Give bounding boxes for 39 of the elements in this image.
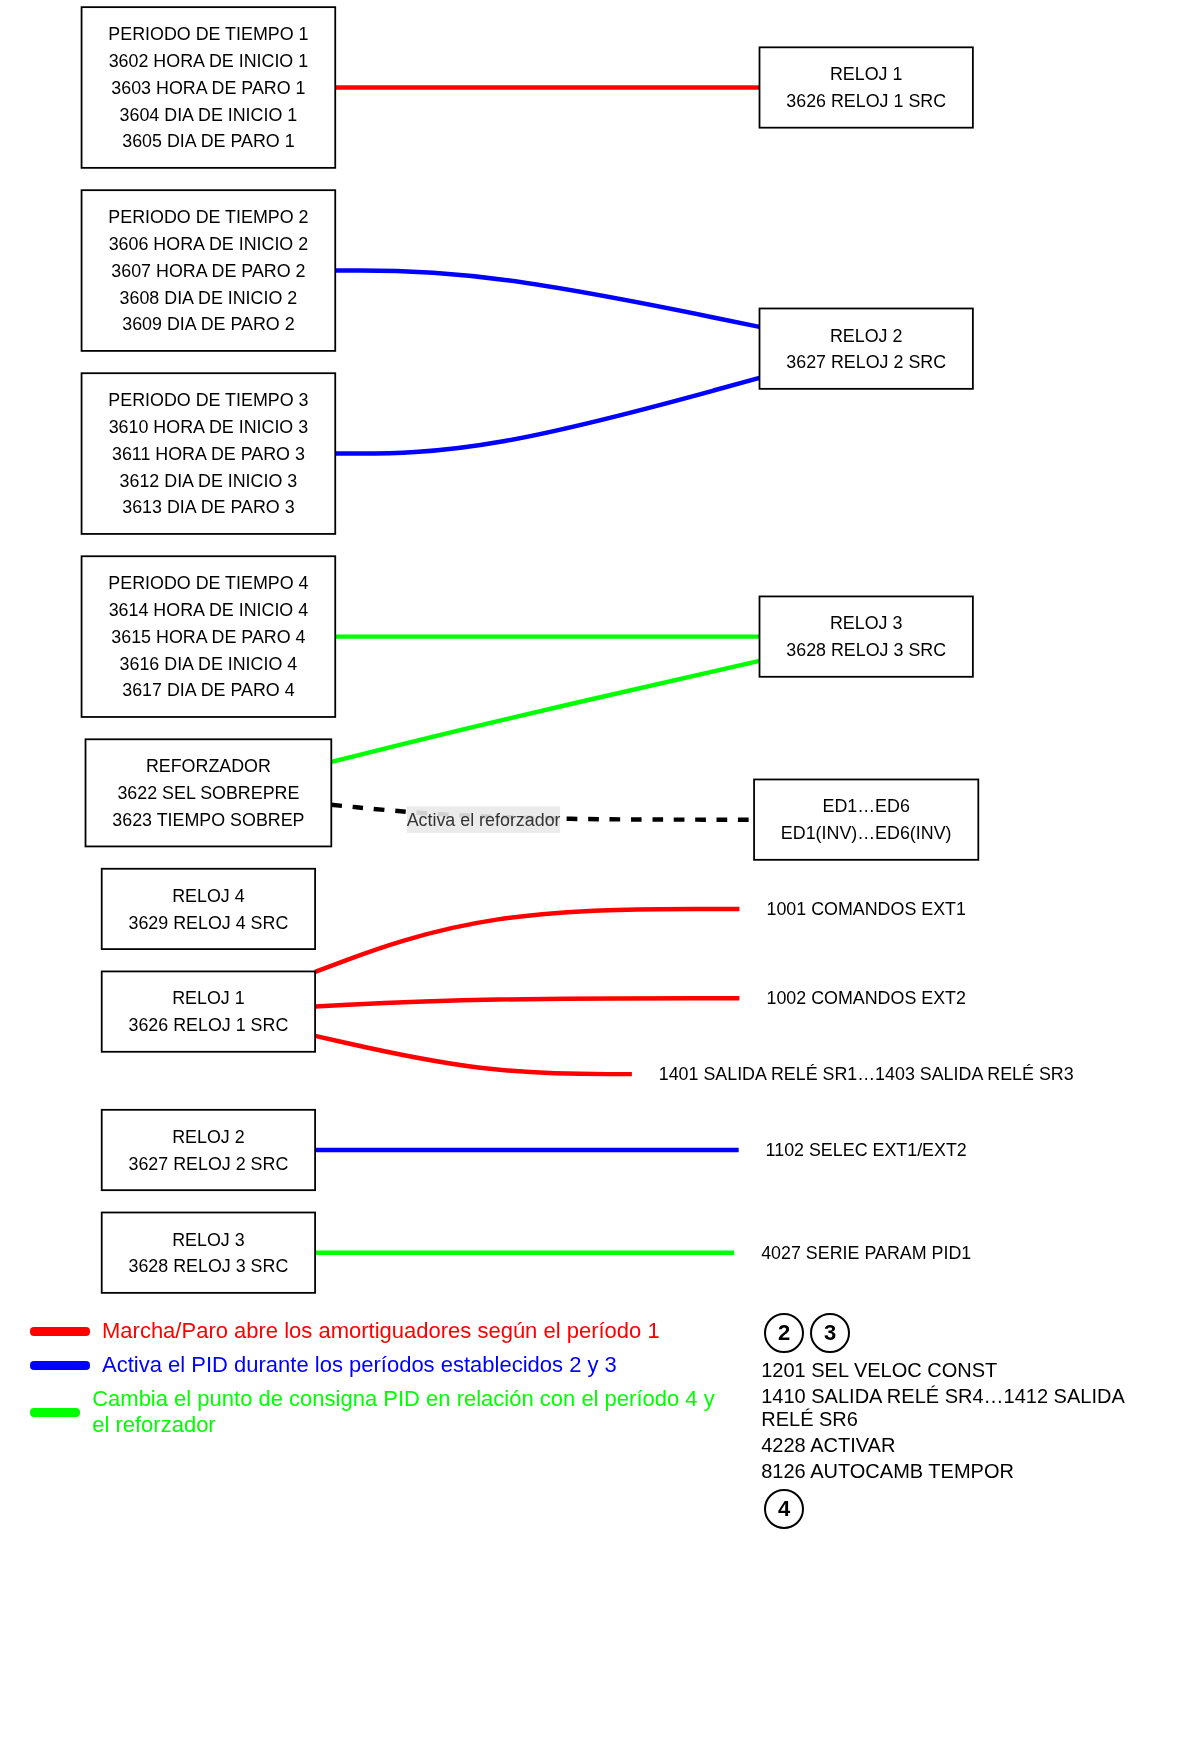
- connector: [314, 1250, 734, 1255]
- node-box: ED1…ED6 ED1(INV)…ED6(INV): [752, 778, 979, 861]
- legend-text: Cambia el punto de consigna PID en relación con el período 4 y el reforzador: [92, 1386, 716, 1438]
- callout-number: 2: [764, 1313, 805, 1353]
- node-box: RELOJ 2 3627 RELOJ 2 SRC: [100, 1108, 316, 1192]
- connector: [334, 85, 759, 90]
- node-box: REFORZADOR 3622 SEL SOBREPRE 3623 TIEMPO SOBREP: [84, 738, 332, 848]
- node-box: RELOJ 1 3626 RELOJ 1 SRC: [758, 46, 974, 129]
- parameter-text: 8126 AUTOCAMB TEMPOR: [761, 1460, 1015, 1483]
- node-text: 1002 COMANDOS EXT2: [765, 988, 966, 1009]
- connector: [330, 658, 760, 765]
- node-text: 4027 SERIE PARAM PID1: [760, 1242, 971, 1263]
- connector: [334, 634, 759, 639]
- legend-text: Activa el PID durante los períodos establecidos 2 y 3: [102, 1352, 617, 1378]
- node-box: PERIODO DE TIEMPO 1 3602 HORA DE INICIO 1 3603 HORA DE PARO 1 3604 DIA DE INICIO 1 3605 DIA DE PARO 1: [80, 6, 336, 169]
- node-box: PERIODO DE TIEMPO 4 3614 HORA DE INICIO 4 3615 HORA DE PARO 4 3616 DIA DE INICIO 4 3617 DIA DE PARO 4: [80, 555, 336, 718]
- connector: [314, 996, 740, 1009]
- parameter-text: 1410 SALIDA RELÉ SR4…1412 SALIDA RELÉ SR6: [761, 1385, 1126, 1431]
- node-box: RELOJ 3 3628 RELOJ 3 SRC: [100, 1211, 316, 1294]
- connector: [313, 906, 740, 974]
- connector: [334, 268, 760, 330]
- node-text: 1001 COMANDOS EXT1: [765, 899, 966, 919]
- node-box: RELOJ 4 3629 RELOJ 4 SRC: [100, 867, 316, 950]
- legend-text: Marcha/Paro abre los amortiguadores según el período 1: [102, 1318, 660, 1344]
- node-box: PERIODO DE TIEMPO 3 3610 HORA DE INICIO 3 3611 HORA DE PARO 3 3612 DIA DE INICIO 3 3613 DIA DE PARO 3: [80, 372, 336, 535]
- edge-label: Activa el reforzador: [406, 809, 561, 830]
- node-text: 1401 SALIDA RELÉ SR1…1403 SALIDA RELÉ SR3: [658, 1064, 1074, 1084]
- callout-number: 4: [764, 1489, 805, 1529]
- callout-number: 3: [810, 1313, 851, 1353]
- connector: [314, 1147, 739, 1153]
- node-box: RELOJ 1 3626 RELOJ 1 SRC: [100, 970, 316, 1053]
- connector: [314, 1033, 632, 1077]
- connector: [334, 375, 760, 456]
- node-box: PERIODO DE TIEMPO 2 3606 HORA DE INICIO 2 3607 HORA DE PARO 2 3608 DIA DE INICIO 2 3609 DIA DE PARO 2: [80, 189, 336, 352]
- node-box: RELOJ 2 3627 RELOJ 2 SRC: [758, 307, 974, 390]
- parameter-text: 4228 ACTIVAR: [761, 1434, 897, 1457]
- parameter-text: 1201 SEL VELOC CONST: [761, 1359, 999, 1382]
- node-box: RELOJ 3 3628 RELOJ 3 SRC: [758, 595, 974, 678]
- node-text: 1102 SELEC EXT1/EXT2: [765, 1140, 967, 1160]
